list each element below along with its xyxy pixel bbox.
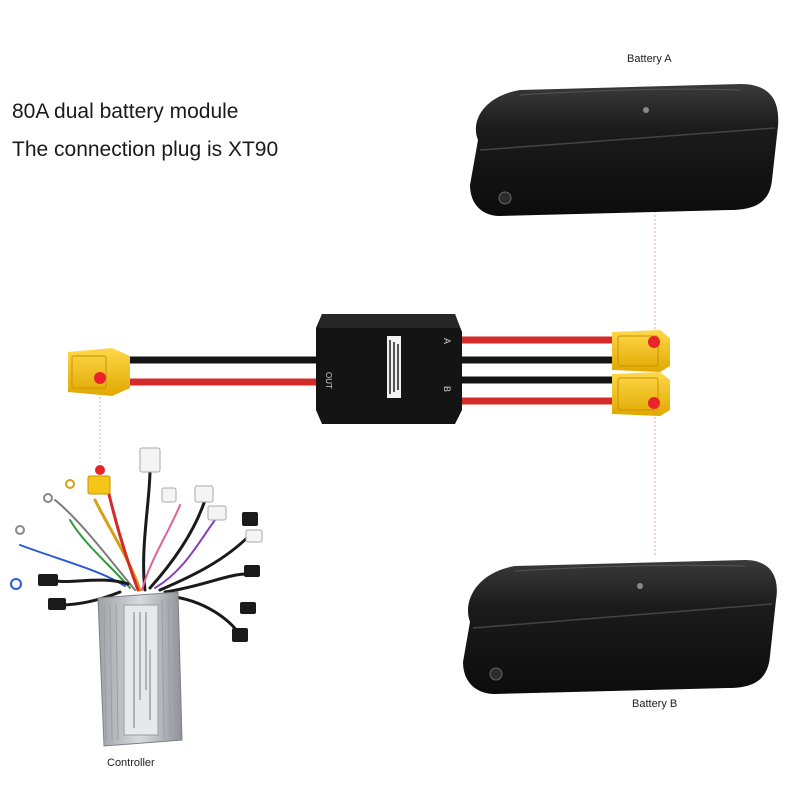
battery-b-image	[463, 560, 777, 694]
xt90-connector-a	[612, 330, 670, 372]
controller-image	[97, 591, 183, 747]
marker-controller	[95, 465, 105, 475]
controller-label: Controller	[107, 757, 155, 769]
guide-lines	[99, 195, 656, 555]
module-port-out: OUT	[324, 372, 333, 389]
controller-connectors	[10, 447, 263, 642]
controller-label-plate	[123, 604, 159, 736]
marker-output	[94, 372, 106, 384]
output-wires	[124, 356, 324, 386]
heading-line-2: The connection plug is XT90	[12, 138, 279, 161]
battery-b-label: Battery B	[632, 698, 678, 710]
marker-battery-b	[648, 397, 660, 409]
module-port-a: A	[442, 338, 452, 344]
marker-battery-a	[648, 336, 660, 348]
dual-battery-module	[316, 314, 462, 424]
xt90-connector-output	[68, 348, 130, 396]
xt90-connector-b	[612, 372, 670, 416]
battery-a-image	[470, 84, 779, 216]
heading-line-1: 80A dual battery module	[12, 100, 239, 123]
module-port-b: B	[442, 386, 452, 392]
battery-a-label: Battery A	[627, 53, 672, 65]
input-wires	[451, 336, 619, 405]
